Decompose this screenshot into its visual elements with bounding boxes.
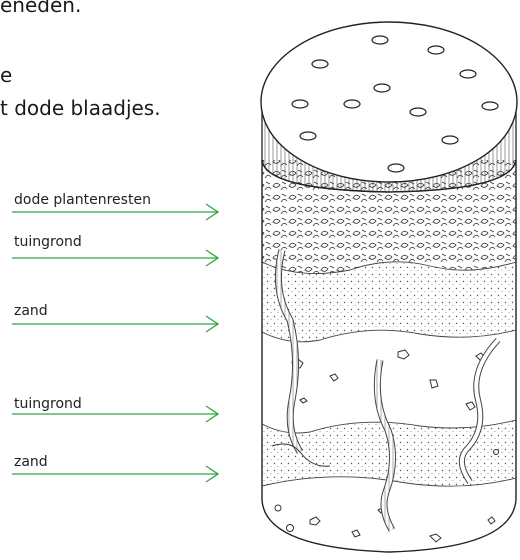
arrow-tuingrond-1	[12, 250, 218, 266]
layer-garden-soil-1	[262, 262, 516, 342]
arrow-zand-2	[12, 466, 218, 482]
arrows	[12, 204, 218, 482]
jar-layers	[255, 160, 520, 560]
arrow-tuingrond-2	[12, 406, 218, 422]
jar-lid	[261, 22, 517, 192]
arrow-dode-plantenresten	[12, 204, 218, 220]
arrow-zand-1	[12, 316, 218, 332]
